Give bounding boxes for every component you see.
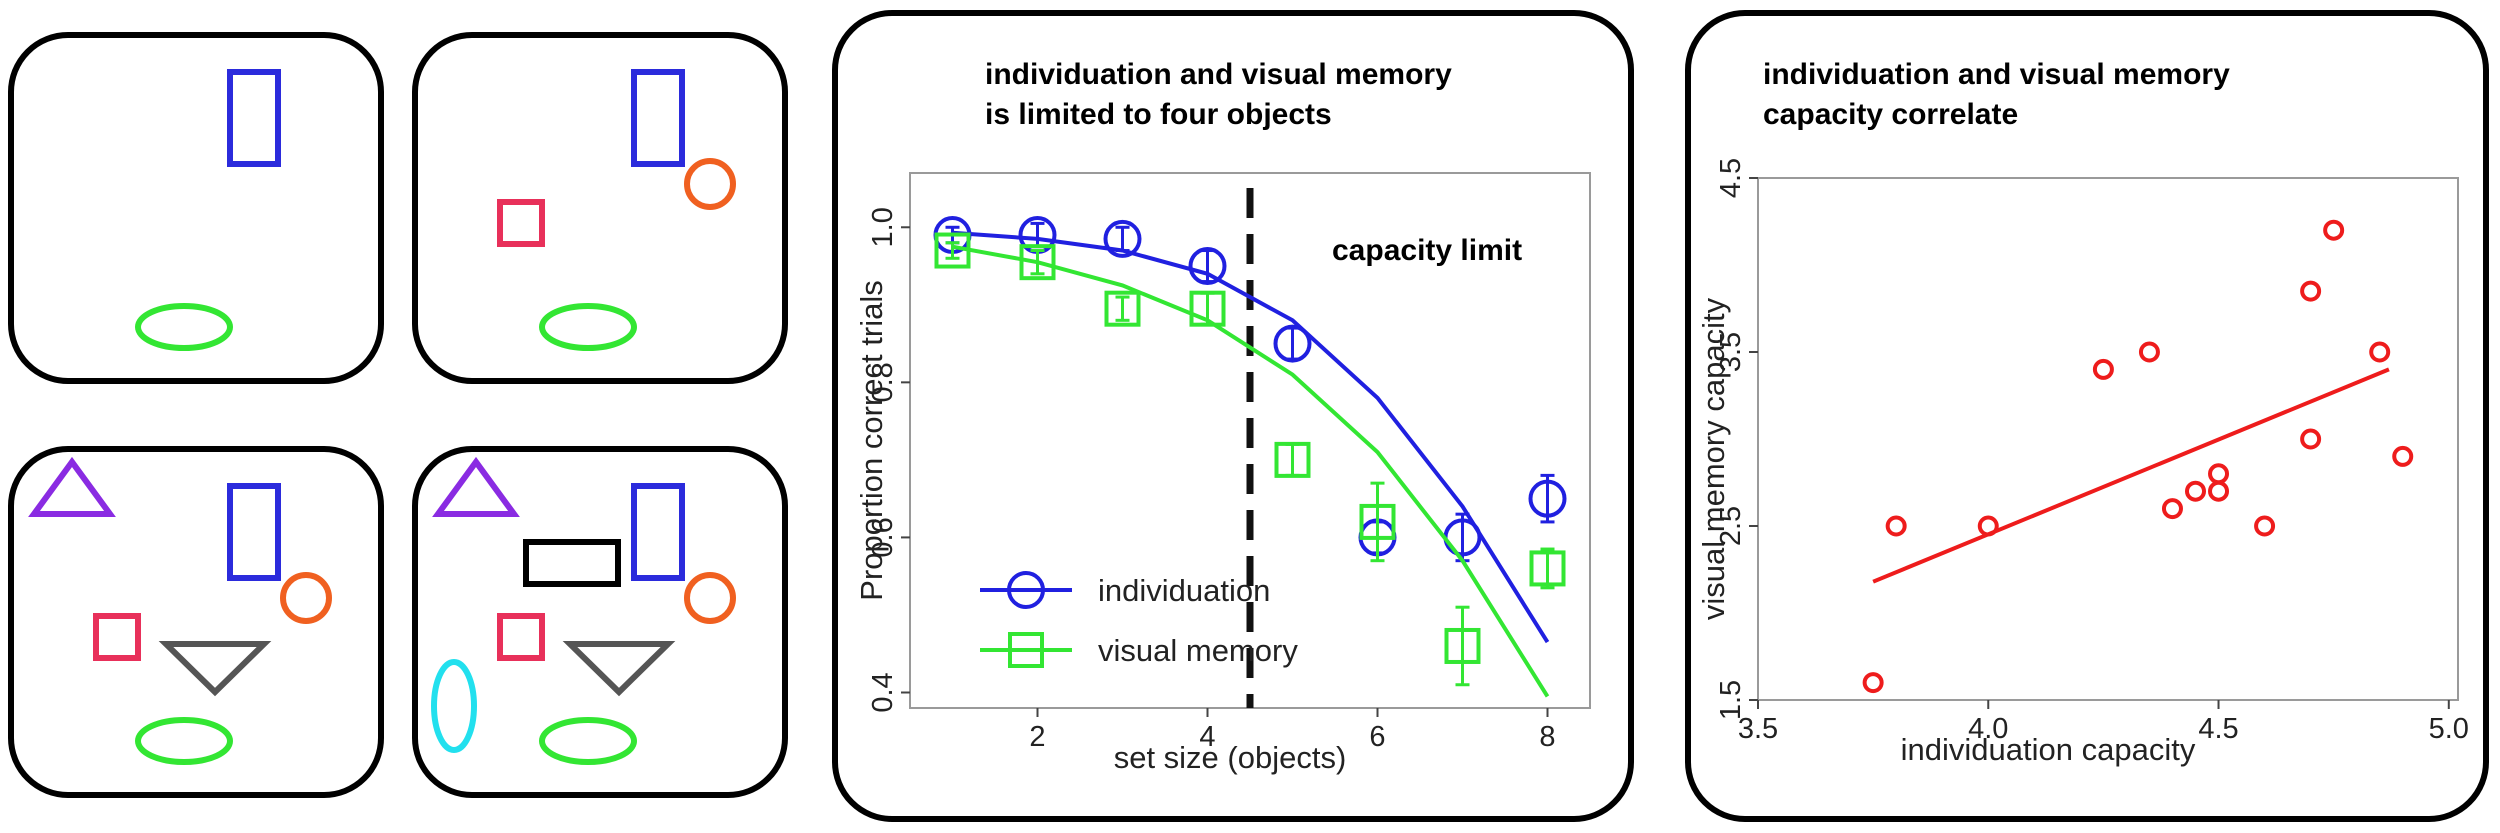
circle-shape <box>280 572 332 624</box>
data-point-circle <box>1273 324 1312 363</box>
y-tick-label: 1.0 <box>867 207 899 247</box>
legend-label: individuation <box>1098 573 1270 608</box>
display-4-shapes <box>431 456 736 765</box>
triangle-up-shape <box>432 456 520 517</box>
circle-shape <box>684 572 736 624</box>
stimuli-layer <box>28 69 736 765</box>
y-tick-label: 2.5 <box>1715 506 1747 546</box>
x-tick-label: 4.5 <box>2198 713 2238 745</box>
line-chart-title-line-1: individuation and visual memory <box>985 58 1452 91</box>
data-point-square <box>1444 627 1481 664</box>
triangle-down-shape <box>158 641 272 697</box>
scatter-point <box>2208 480 2230 502</box>
legend-marker-circle <box>1007 571 1045 609</box>
scatter-point <box>2254 515 2276 537</box>
y-tick-label: 4.5 <box>1715 158 1747 198</box>
data-point-square <box>934 232 971 269</box>
scatter-point <box>2300 428 2322 450</box>
display-1-shapes <box>135 69 281 351</box>
data-point-circle <box>1103 219 1142 258</box>
y-tick-label: 1.5 <box>1715 680 1747 720</box>
scatter-chart-title-line-1: individuation and visual memory <box>1763 58 2230 91</box>
ellipse-shape <box>135 717 233 765</box>
x-axis-label: set size (objects) <box>1114 740 1347 775</box>
x-tick-label: 6 <box>1369 721 1385 753</box>
scatter-chart-title-line-2: capacity correlate <box>1763 98 2019 131</box>
x-tick-label: 4 <box>1199 721 1215 753</box>
square-shape <box>497 613 545 661</box>
ellipse-shape <box>539 303 637 351</box>
y-axis-label: Proportion correct trials <box>854 280 889 600</box>
scatter-point <box>1977 515 1999 537</box>
scatter-point <box>2323 219 2345 241</box>
rect-v-shape <box>227 69 281 167</box>
display-2-shapes <box>497 69 736 351</box>
rect-v-shape <box>631 483 685 581</box>
rect-v-shape <box>227 483 281 581</box>
legend-label: visual memory <box>1098 633 1298 668</box>
scatter-point <box>2300 280 2322 302</box>
stimulus-display-1 <box>8 32 384 384</box>
x-tick-label: 8 <box>1539 721 1555 753</box>
ellipse-shape <box>539 717 637 765</box>
line-chart-title: individuation and visual memory is limit… <box>985 55 1452 135</box>
x-tick-label: 2 <box>1029 721 1045 753</box>
scatter-point <box>2092 358 2114 380</box>
scatter-point <box>2185 480 2206 502</box>
scatter-point <box>1885 515 1907 537</box>
stimulus-display-3 <box>8 446 384 798</box>
ellipse-shape <box>135 303 233 351</box>
data-point-square <box>1274 441 1311 478</box>
plot-frame <box>1757 177 2459 701</box>
scatter-point <box>2208 463 2230 485</box>
capacity-limit-label: capacity limit <box>1332 234 1522 267</box>
stimulus-display-2 <box>412 32 788 384</box>
data-point-circle <box>1528 479 1567 518</box>
line-chart-panel <box>832 10 1634 822</box>
rect-h-shape <box>523 539 621 587</box>
x-tick-label: 3.5 <box>1738 713 1778 745</box>
y-tick-label: 0.8 <box>867 362 899 402</box>
square-shape <box>497 199 545 247</box>
scatter-point <box>2161 498 2183 520</box>
x-tick-label: 5.0 <box>2429 713 2469 745</box>
scatter-chart-panel <box>1685 10 2489 822</box>
x-tick-label: 4.0 <box>1968 713 2008 745</box>
data-point-square <box>1019 244 1056 281</box>
ellipse-v-shape <box>431 659 477 753</box>
regression-line <box>1872 367 2390 584</box>
line-chart-title-line-2: is limited to four objects <box>985 98 1332 131</box>
scatter-point <box>2392 445 2414 467</box>
data-point-square <box>1359 503 1396 540</box>
data-point-square <box>1104 290 1141 327</box>
rect-v-shape <box>631 69 685 167</box>
y-tick-label: 3.5 <box>1715 332 1747 372</box>
triangle-up-shape <box>28 456 116 517</box>
y-tick-label: 0.4 <box>867 672 899 712</box>
square-shape <box>93 613 141 661</box>
triangle-down-shape <box>562 641 676 697</box>
scatter-point <box>1862 672 1884 694</box>
display-3-shapes <box>28 456 332 765</box>
circle-shape <box>684 158 736 210</box>
scatter-point <box>2138 341 2160 363</box>
data-point-circle <box>1188 247 1227 286</box>
scatter-point <box>2369 341 2391 363</box>
x-axis-label: individuation capacity <box>1901 732 2196 767</box>
scatter-chart-title: individuation and visual memory capacity… <box>1763 55 2230 135</box>
y-axis-label: visual memory capacity <box>1696 297 1731 620</box>
legend-marker-square <box>1008 632 1044 668</box>
data-point-square <box>1189 290 1226 327</box>
y-tick-label: 0.6 <box>867 517 899 557</box>
stimulus-display-4 <box>412 446 788 798</box>
data-point-square <box>1529 550 1566 587</box>
